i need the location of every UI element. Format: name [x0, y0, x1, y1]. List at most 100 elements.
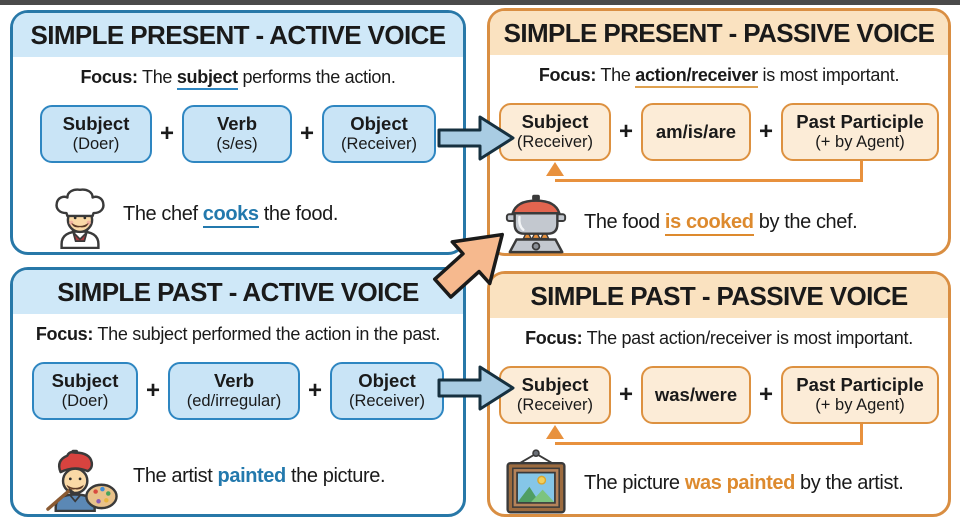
focus-text-pre: The	[137, 67, 177, 87]
focus-line: Focus: The subject performed the action …	[17, 324, 459, 345]
formula-box-subject: Subject (Receiver)	[498, 366, 611, 424]
box-line1: Object	[358, 370, 416, 391]
passive-reorder-arrow	[555, 161, 863, 182]
plus-sign: +	[759, 381, 774, 408]
formula-row: Subject (Receiver) + was/were + Past Par…	[490, 366, 948, 424]
box-line1: Object	[350, 113, 408, 134]
box-line1: Subject	[62, 113, 130, 134]
plus-sign: +	[159, 120, 174, 147]
focus-text-post: performs the action.	[237, 67, 396, 87]
focus-label: Focus:	[538, 65, 597, 85]
panel-simple-past-passive: SIMPLE PAST - PASSIVE VOICE Focus: The p…	[487, 271, 951, 517]
sentence-pre: The chef	[123, 202, 203, 225]
sentence-verb: painted	[217, 464, 287, 487]
sentence-verb: cooks	[202, 202, 259, 228]
example-sentence: The picture was painted by the artist.	[584, 471, 904, 495]
example-sentence: The chef cooks the food.	[123, 202, 339, 228]
box-line1: Past Participle	[796, 374, 924, 395]
active-to-passive-arrow-top	[437, 115, 515, 161]
panel-title: SIMPLE PRESENT - PASSIVE VOICE	[490, 11, 948, 55]
formula-row: Subject (Doer) + Verb (s/es) + Object (R…	[13, 105, 463, 163]
box-line2: (+ by Agent)	[815, 133, 905, 152]
formula-box-past-participle: Past Participle (+ by Agent)	[781, 103, 940, 161]
focus-label: Focus:	[525, 328, 583, 348]
formula-row: Subject (Doer) + Verb (ed/irregular) + O…	[13, 362, 463, 420]
example-sentence: The food is cooked by the chef.	[584, 210, 858, 236]
passive-reorder-arrow	[555, 424, 863, 445]
example-sentence: The artist painted the picture.	[133, 464, 386, 488]
focus-line: Focus: The past action/receiver is most …	[494, 328, 944, 349]
artist-icon	[46, 449, 118, 512]
example-row: The food is cooked by the chef.	[490, 187, 948, 257]
box-line2: (Receiver)	[516, 133, 594, 152]
active-to-passive-arrow-bottom	[437, 365, 515, 411]
focus-text-pre: The subject performed the action in the …	[93, 324, 441, 344]
focus-emphasis: action/receiver	[635, 65, 758, 88]
focus-line: Focus: The subject performs the action.	[17, 67, 459, 90]
formula-box-subject: Subject (Doer)	[39, 105, 152, 163]
sentence-pre: The food	[584, 210, 665, 233]
box-line2: (ed/irregular)	[186, 392, 282, 411]
box-line1: Verb	[213, 370, 255, 391]
panel-title: SIMPLE PAST - PASSIVE VOICE	[490, 274, 948, 318]
box-line2: (Receiver)	[516, 396, 594, 415]
focus-emphasis: subject	[176, 67, 238, 90]
sentence-post: the picture.	[285, 464, 386, 487]
formula-box-verb: Verb (ed/irregular)	[168, 362, 300, 420]
formula-box-be-verb: am/is/are	[641, 103, 751, 161]
panel-simple-past-active: SIMPLE PAST - ACTIVE VOICE Focus: The su…	[10, 267, 466, 517]
focus-text-post: is most important.	[757, 65, 900, 85]
formula-box-subject: Subject (Doer)	[31, 362, 138, 420]
chef-icon	[55, 188, 105, 249]
plus-sign: +	[618, 381, 633, 408]
formula-box-object: Object (Receiver)	[322, 105, 437, 163]
panel-simple-present-active: SIMPLE PRESENT - ACTIVE VOICE Focus: The…	[10, 10, 466, 255]
cooking-pot-icon	[505, 194, 567, 254]
focus-text-pre: The	[596, 65, 636, 85]
formula-box-be-verb: was/were	[641, 366, 751, 424]
sentence-pre: The picture	[584, 471, 685, 494]
framed-picture-icon	[506, 449, 566, 514]
box-line1: was/were	[654, 383, 738, 405]
box-line1: Subject	[521, 374, 589, 395]
transform-arrow	[433, 232, 504, 299]
formula-box-past-participle: Past Participle (+ by Agent)	[781, 366, 940, 424]
box-line2: (s/es)	[216, 135, 258, 154]
formula-box-verb: Verb (s/es)	[182, 105, 292, 163]
focus-line: Focus: The action/receiver is most impor…	[494, 65, 944, 88]
box-line1: Verb	[216, 113, 258, 134]
sentence-pre: The artist	[133, 464, 218, 487]
formula-row: Subject (Receiver) + am/is/are + Past Pa…	[490, 103, 948, 161]
example-row: The artist painted the picture.	[13, 438, 463, 514]
sentence-verb: is cooked	[664, 210, 754, 236]
sentence-post: by the artist.	[794, 471, 904, 494]
sentence-post: the food.	[258, 202, 339, 225]
sentence-verb: was painted	[684, 471, 795, 494]
top-bar	[0, 0, 960, 5]
formula-box-object: Object (Receiver)	[330, 362, 445, 420]
box-line2: (Doer)	[72, 135, 120, 154]
box-line2: (Doer)	[61, 392, 109, 411]
box-line2: (+ by Agent)	[815, 396, 905, 415]
example-row: The chef cooks the food.	[13, 177, 463, 251]
example-row: The picture was painted by the artist.	[490, 448, 948, 518]
box-line1: am/is/are	[655, 120, 737, 142]
box-line1: Past Participle	[796, 111, 924, 132]
panel-simple-present-passive: SIMPLE PRESENT - PASSIVE VOICE Focus: Th…	[487, 8, 951, 256]
box-line1: Subject	[521, 111, 589, 132]
box-line1: Subject	[51, 370, 119, 391]
plus-sign: +	[145, 377, 160, 404]
plus-sign: +	[308, 377, 323, 404]
plus-sign: +	[300, 120, 315, 147]
box-line2: (Receiver)	[348, 392, 426, 411]
passive-reorder-arrowhead	[546, 425, 564, 439]
focus-label: Focus:	[80, 67, 138, 87]
sentence-post: by the chef.	[753, 210, 858, 233]
focus-label: Focus:	[35, 324, 94, 344]
panel-title: SIMPLE PRESENT - ACTIVE VOICE	[13, 13, 463, 57]
panel-title: SIMPLE PAST - ACTIVE VOICE	[13, 270, 463, 314]
passive-reorder-arrowhead	[546, 162, 564, 176]
focus-text-pre: The past action/receiver is most importa…	[582, 328, 914, 348]
plus-sign: +	[759, 118, 774, 145]
